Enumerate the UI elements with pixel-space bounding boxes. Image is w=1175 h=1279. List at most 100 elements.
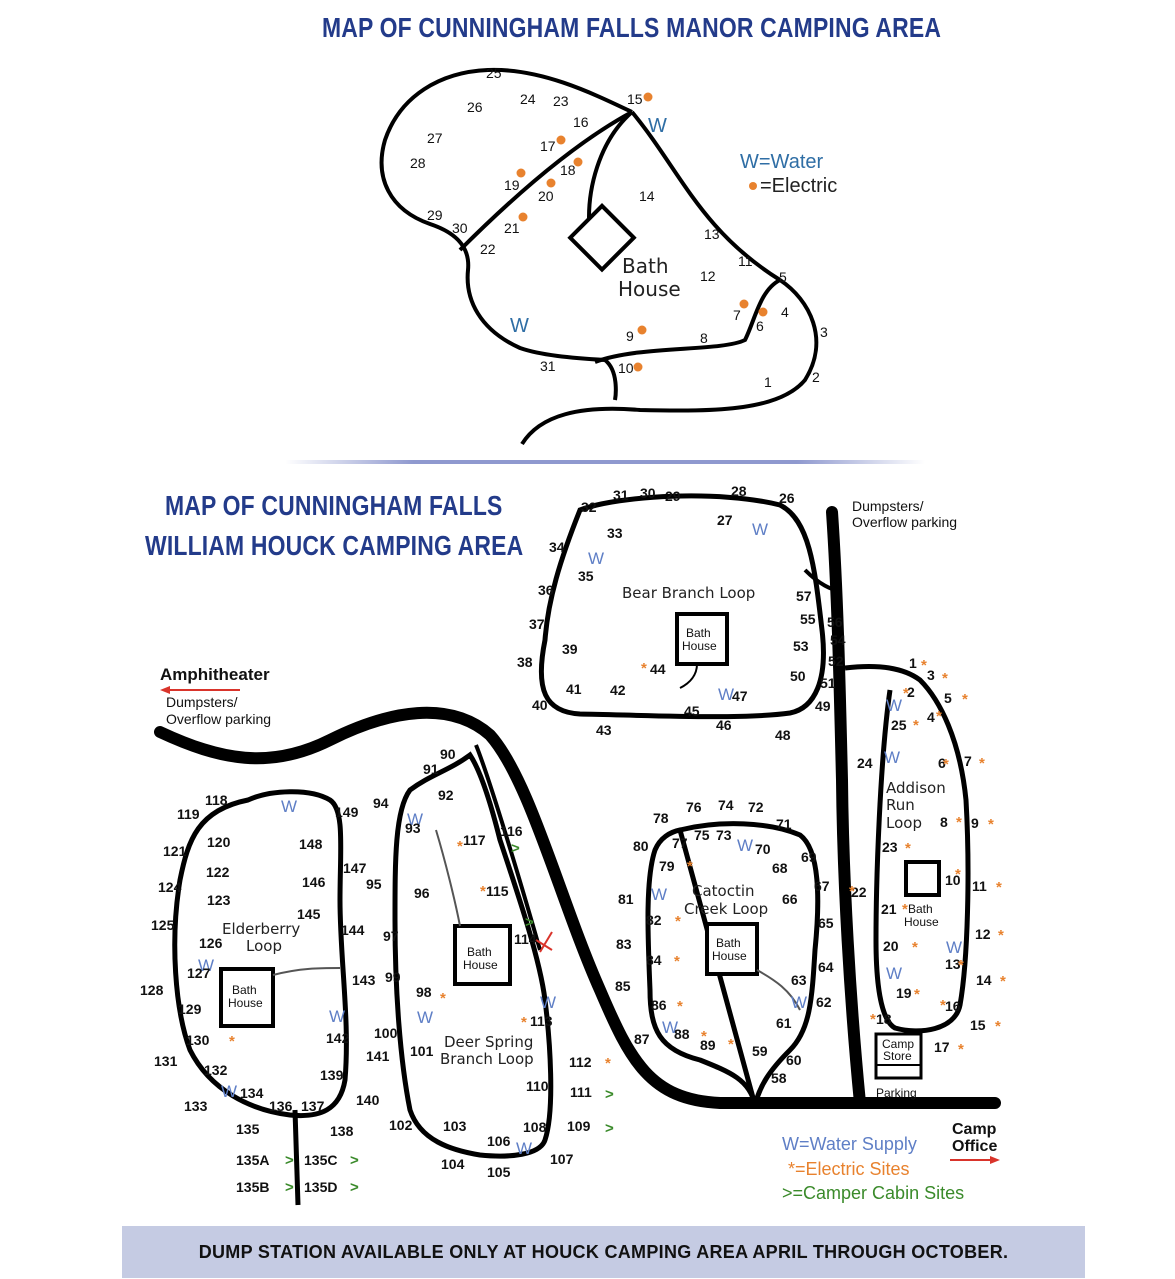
site-107: 107 bbox=[550, 1151, 574, 1167]
site-90: 90 bbox=[440, 746, 456, 762]
water-symbol: W bbox=[884, 748, 900, 767]
site-114: 114 bbox=[514, 931, 537, 947]
manor-site-24: 24 bbox=[520, 91, 536, 107]
site-103: 103 bbox=[443, 1118, 467, 1134]
site-73: 73 bbox=[716, 827, 732, 843]
electric-marker: * bbox=[936, 708, 942, 725]
north-road bbox=[826, 506, 866, 1109]
manor-site-29: 29 bbox=[427, 207, 443, 223]
manor-map-title: MAP OF CUNNINGHAM FALLS MANOR CAMPING AR… bbox=[322, 12, 942, 43]
site-101: 101 bbox=[410, 1043, 434, 1059]
site-102: 102 bbox=[389, 1117, 413, 1133]
site-39: 39 bbox=[562, 641, 578, 657]
electric-marker: * bbox=[914, 986, 920, 1003]
manor-site-9: 9 bbox=[626, 328, 634, 344]
electric-marker: * bbox=[921, 657, 927, 674]
site-89: 89 bbox=[700, 1037, 716, 1053]
addison-loop-name: Loop bbox=[886, 814, 922, 832]
bath-house-label: House bbox=[712, 949, 747, 963]
manor-inner-lower bbox=[594, 278, 782, 364]
electric-marker: * bbox=[229, 1033, 235, 1050]
camp-office-arrow bbox=[950, 1156, 1000, 1164]
site-32: 32 bbox=[581, 499, 597, 515]
site-3: 3 bbox=[927, 667, 935, 683]
electric-marker: * bbox=[979, 755, 985, 772]
electric-marker: * bbox=[675, 913, 681, 930]
site-38: 38 bbox=[517, 654, 533, 670]
site-139: 139 bbox=[320, 1067, 344, 1083]
site-70: 70 bbox=[755, 841, 771, 857]
site-94: 94 bbox=[373, 795, 389, 811]
site-116: 116 bbox=[500, 823, 523, 839]
site-63: 63 bbox=[791, 972, 807, 988]
dumpsters-left-label: Dumpsters/ bbox=[166, 694, 238, 710]
site-44: 44 bbox=[650, 661, 666, 677]
manor-legend: W=Water =Electric bbox=[740, 151, 837, 197]
deer-spring-loop-road bbox=[392, 751, 554, 1159]
site-141: 141 bbox=[366, 1048, 390, 1064]
site-15: 15 bbox=[970, 1017, 986, 1033]
electric-marker: * bbox=[958, 1041, 964, 1058]
site-6: 6 bbox=[938, 755, 946, 771]
manor-site-3: 3 bbox=[820, 324, 828, 340]
camp-store-label: Camp bbox=[882, 1037, 914, 1051]
cabin-site-135B: 135B bbox=[236, 1179, 269, 1195]
site-67: 67 bbox=[814, 878, 830, 894]
cabin-site-135D: 135D bbox=[304, 1179, 337, 1195]
manor-site-12: 12 bbox=[700, 268, 716, 284]
site-91: 91 bbox=[423, 761, 439, 777]
electric-dot bbox=[556, 135, 566, 145]
site-115: 115 bbox=[486, 883, 509, 899]
site-14: 14 bbox=[976, 972, 992, 988]
manor-water-symbol: W bbox=[648, 115, 667, 137]
water-symbol: W bbox=[886, 696, 902, 715]
manor-bath-label-1: Bath bbox=[622, 254, 669, 278]
manor-site-23: 23 bbox=[553, 93, 569, 109]
site-64: 64 bbox=[818, 959, 834, 975]
site-35: 35 bbox=[578, 568, 594, 584]
houck-legend: W=Water Supply *=Electric Sites >=Camper… bbox=[782, 1134, 964, 1203]
camp-store bbox=[874, 1032, 923, 1080]
electric-marker: * bbox=[955, 866, 961, 883]
site-137: 137 bbox=[301, 1098, 325, 1114]
site-69: 69 bbox=[801, 849, 817, 865]
electric-marker: * bbox=[701, 1028, 707, 1045]
site-26: 26 bbox=[779, 490, 795, 506]
manor-site-26: 26 bbox=[467, 99, 483, 115]
electric-marker: * bbox=[849, 883, 855, 900]
manor-site-21: 21 bbox=[504, 220, 520, 236]
manor-site-28: 28 bbox=[410, 155, 426, 171]
site-131: 131 bbox=[154, 1053, 178, 1069]
site-18: 18 bbox=[876, 1011, 892, 1027]
houck-map-title-line-1: MAP OF CUNNINGHAM FALLS bbox=[165, 490, 503, 521]
site-10: 10 bbox=[945, 872, 961, 888]
manor-site-20: 20 bbox=[538, 188, 554, 204]
site-128: 128 bbox=[140, 982, 164, 998]
manor-site-31: 31 bbox=[540, 358, 556, 374]
site-75: 75 bbox=[694, 827, 710, 843]
site-97: 97 bbox=[383, 928, 399, 944]
site-76: 76 bbox=[686, 799, 702, 815]
electric-marker: * bbox=[956, 814, 962, 831]
cabin-marker: > bbox=[605, 1120, 614, 1137]
elderberry-loop-road bbox=[172, 789, 349, 1119]
site-108: 108 bbox=[523, 1119, 547, 1135]
manor-site-11: 11 bbox=[738, 253, 753, 269]
site-144: 144 bbox=[341, 922, 365, 938]
site-58: 58 bbox=[771, 1070, 787, 1086]
site-5: 5 bbox=[944, 690, 952, 706]
manor-legend-electric: =Electric bbox=[760, 175, 837, 197]
site-34: 34 bbox=[549, 539, 565, 555]
water-symbol: W bbox=[737, 836, 753, 855]
catoctin-loop-name: Catoctin bbox=[692, 882, 755, 900]
electric-marker: * bbox=[440, 990, 446, 1007]
site-66: 66 bbox=[782, 891, 798, 907]
site-31: 31 bbox=[613, 487, 629, 503]
manor-site-10: 10 bbox=[618, 360, 634, 376]
section-divider bbox=[285, 460, 925, 464]
site-84: 84 bbox=[646, 952, 662, 968]
footer-banner: DUMP STATION AVAILABLE ONLY AT HOUCK CAM… bbox=[122, 1226, 1085, 1278]
site-118: 118 bbox=[205, 792, 228, 808]
manor-site-4: 4 bbox=[781, 304, 789, 320]
site-45: 45 bbox=[684, 703, 700, 719]
